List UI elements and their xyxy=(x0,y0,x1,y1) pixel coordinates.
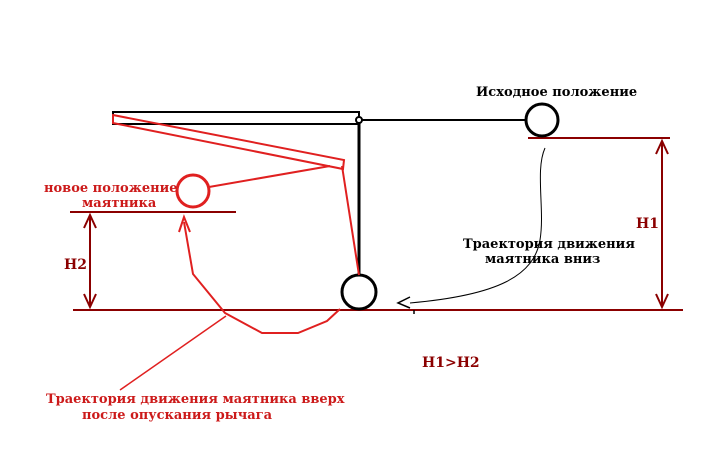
label-new-position-line1: новое положение xyxy=(44,181,178,196)
pendulum-arm-new xyxy=(208,165,331,188)
pendulum-initial xyxy=(524,102,560,138)
label-trajectory-down-line1: Траектория движения xyxy=(463,237,635,252)
label-trajectory-down-line2: маятника вниз xyxy=(485,252,600,267)
label-initial-position: Исходное положение xyxy=(476,85,637,100)
pendulum-new xyxy=(175,173,211,209)
trajectory-up-curve xyxy=(183,221,341,334)
pendulum-string-red xyxy=(341,165,360,276)
pivot-point xyxy=(355,116,363,124)
label-h2: H2 xyxy=(64,257,87,273)
trajectory-up-leader xyxy=(119,315,227,391)
trajectory-down-curve xyxy=(409,147,546,304)
label-new-position-line2: маятника xyxy=(82,196,157,211)
label-h1: H1 xyxy=(636,216,659,232)
pendulum-bottom xyxy=(340,273,378,311)
trajectory-down-arrowhead xyxy=(396,296,411,309)
label-relation: H1>H2 xyxy=(422,355,480,371)
trajectory-up-arrowhead xyxy=(178,214,191,233)
h1-dimension-arrow xyxy=(655,138,669,310)
label-trajectory-up-line1: Траектория движения маятника вверх xyxy=(46,392,345,407)
label-trajectory-up-line2: после опускания рычага xyxy=(82,408,273,423)
h2-dimension-arrow xyxy=(83,212,97,310)
